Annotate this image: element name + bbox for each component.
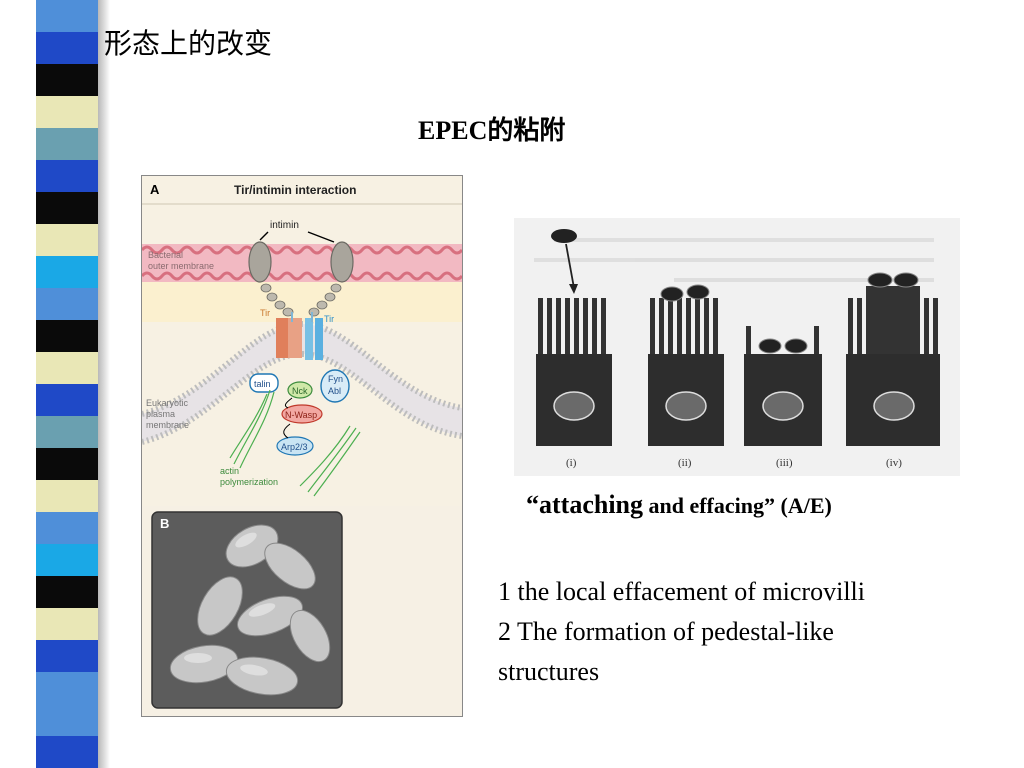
stripe-band [36,576,98,608]
ae-lesion-figure: (i) (ii) (iii) (iv) [514,218,960,476]
label-nwasp: N-Wasp [285,410,317,420]
stage-label-iv: (iv) [886,457,902,469]
stripe-band [36,32,98,64]
panel-b-letter: B [160,516,169,531]
stripe-band [36,704,98,736]
label-tir-right: Tir [324,314,334,324]
ae-lesion-diagram: (i) (ii) (iii) (iv) [514,218,960,476]
label-talin: talin [254,379,271,389]
label-eukaryotic-2: plasma [146,409,175,419]
stage-label-i: (i) [566,457,577,469]
stripe-band [36,160,98,192]
panel-a-title: Tir/intimin interaction [234,183,356,197]
point-2-continued: structures [498,657,600,686]
stripe-band [36,736,98,768]
tir-intimin-diagram: A Tir/intimin interaction intimin Tir Ti… [140,176,464,709]
caption-attaching: attaching [539,490,643,519]
label-eukaryotic-1: Eukaryotic [146,398,189,408]
caption-open-quote: “ [526,490,539,519]
cell-stage-iv [846,272,940,446]
stripe-band [36,0,98,32]
panel-a-letter: A [150,182,160,197]
stripe-band [36,192,98,224]
stripe-band [36,416,98,448]
label-nck: Nck [292,386,308,396]
label-actin-2: polymerization [220,477,278,487]
label-tir-left: Tir [260,308,270,318]
stripe-band [36,384,98,416]
stripe-band [36,224,98,256]
label-bacterial-2: outer membrane [148,261,214,271]
stripe-band [36,96,98,128]
stripe-band [36,128,98,160]
stripe-band [36,64,98,96]
stripe-band [36,288,98,320]
label-actin-1: actin [220,466,239,476]
slide-subtitle: EPEC的粘附 [418,116,566,145]
stripe-band [36,640,98,672]
stripe-band [36,480,98,512]
label-abl: Abl [328,386,341,396]
decorative-stripe [36,0,98,768]
stripe-band [36,352,98,384]
stripe-band [36,320,98,352]
slide-title: 形态上的改变 [104,27,273,60]
stripe-shadow [98,0,110,768]
point-1: 1 the local effacement of microvilli [498,577,865,606]
stripe-band [36,256,98,288]
stripe-band [36,672,98,704]
stripe-band [36,544,98,576]
label-arp: Arp2/3 [281,442,308,452]
cell-stage-ii [648,284,724,446]
ae-caption: “attaching and effacing” (A/E) [526,490,832,520]
point-2: 2 The formation of pedestal-like [498,617,834,646]
stripe-band [36,448,98,480]
caption-rest: and effacing” (A/E) [643,493,832,518]
label-intimin: intimin [270,220,299,231]
stripe-band [36,512,98,544]
stage-label-ii: (ii) [678,457,692,469]
tir-intimin-figure: A Tir/intimin interaction intimin Tir Ti… [140,175,464,717]
stripe-band [36,608,98,640]
cell-stage-iii [744,326,822,446]
points-list: 1 the local effacement of microvilli 2 T… [498,572,1008,692]
label-bacterial-1: Bacterial [148,250,183,260]
label-eukaryotic-3: membrane [146,420,189,430]
label-fyn: Fyn [328,374,343,384]
cell-stage-i [536,298,612,446]
stage-label-iii: (iii) [776,457,793,469]
